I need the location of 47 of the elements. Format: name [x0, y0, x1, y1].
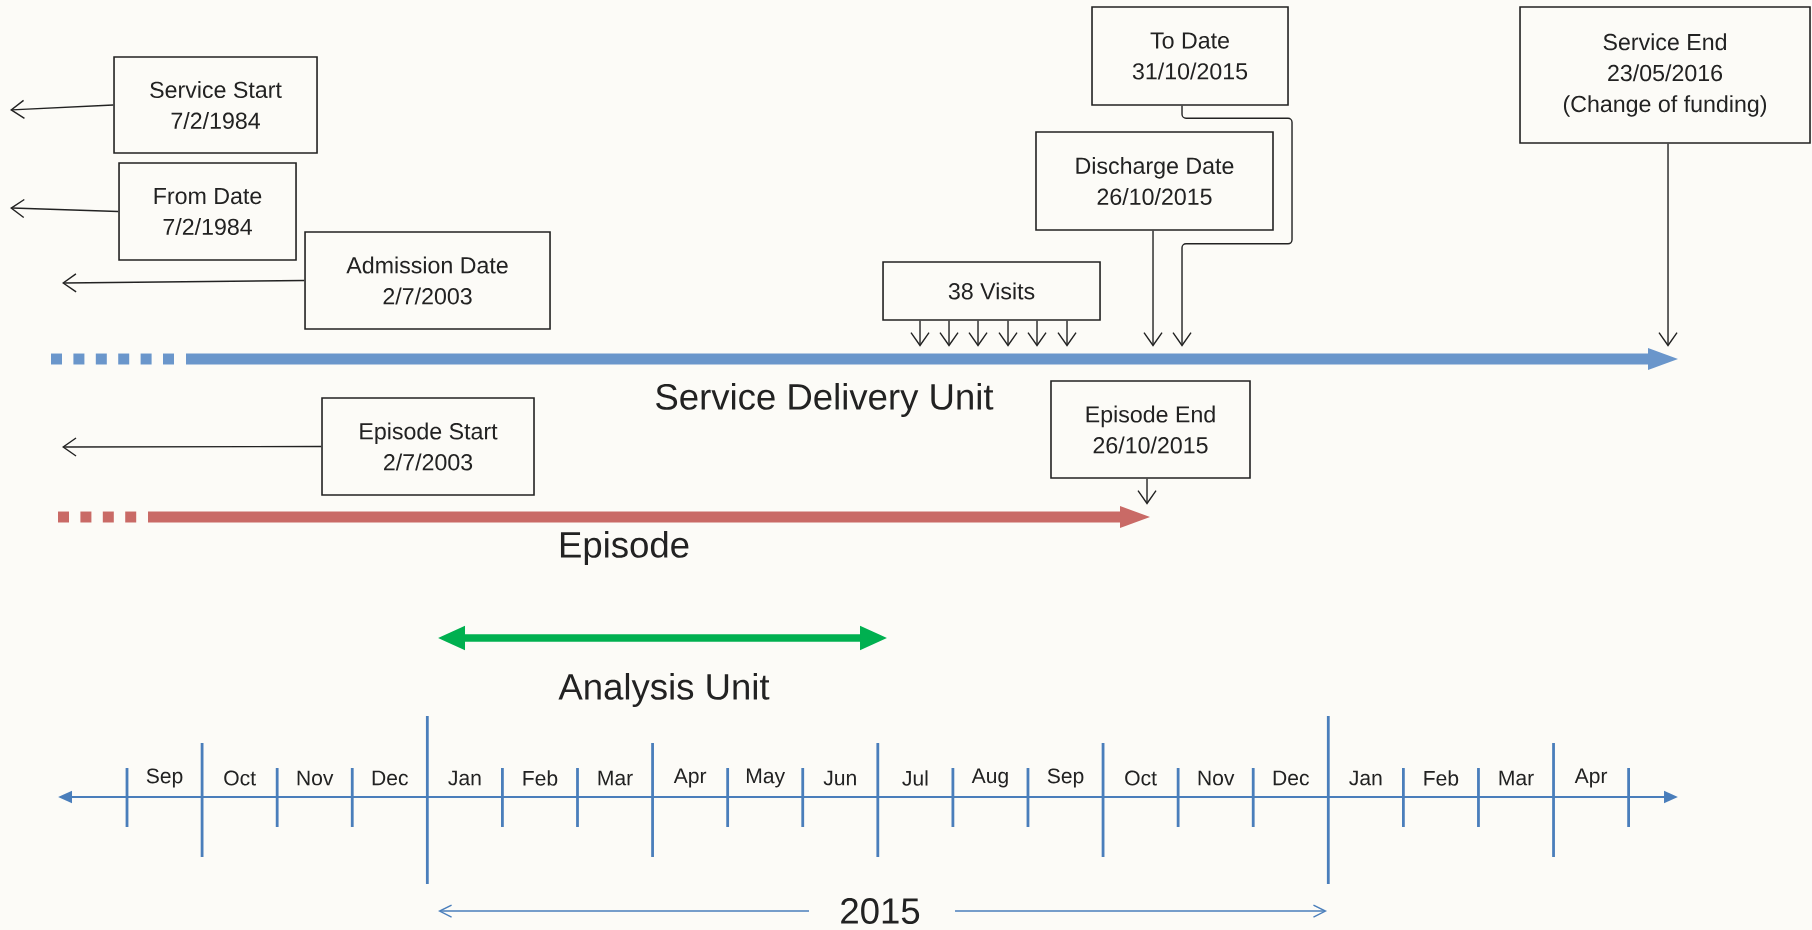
arrow — [1137, 478, 1157, 505]
date-box: Service Start 7/2/1984 — [113, 56, 318, 154]
month-label: Jan — [1349, 770, 1382, 786]
arrow — [998, 320, 1018, 347]
arrow — [910, 320, 930, 347]
bar-label: Service Delivery Unit — [656, 383, 994, 418]
date-box: To Date 31/10/2015 — [1091, 6, 1289, 106]
month-label: Nov — [1198, 770, 1235, 786]
arrow — [62, 437, 322, 457]
arrow — [10, 198, 119, 219]
month-label: Apr — [673, 768, 707, 788]
arrow — [939, 320, 959, 347]
month-label: Sep — [1047, 768, 1084, 788]
month-label: Jun — [823, 770, 856, 786]
date-box: Service End 23/05/2016 (Change of funding) — [1519, 6, 1811, 144]
date-box: Episode Start 2/7/2003 — [321, 397, 535, 496]
month-label: Mar — [598, 770, 633, 786]
arrow — [1172, 105, 1293, 347]
month-label: Aug — [971, 768, 1008, 788]
month-label: Apr — [1574, 768, 1608, 788]
month-label: Oct — [224, 770, 256, 786]
month-label: Dec — [1273, 770, 1309, 786]
month-label: Jul — [902, 770, 928, 786]
month-label: Mar — [1499, 770, 1534, 786]
arrow — [10, 99, 114, 119]
month-label: Nov — [297, 770, 334, 786]
month-label: Dec — [372, 770, 408, 786]
arrow — [1057, 320, 1077, 347]
arrow — [1143, 230, 1163, 347]
arrow — [1027, 320, 1047, 347]
month-label: Oct — [1125, 770, 1157, 786]
date-box: 38 Visits — [882, 261, 1101, 321]
bar-label: Episode — [560, 531, 689, 566]
date-box: Discharge Date 26/10/2015 — [1035, 131, 1274, 231]
arrow — [62, 273, 305, 293]
arrow — [968, 320, 988, 347]
month-label: Jan — [448, 770, 481, 786]
month-label: Sep — [146, 768, 183, 788]
arrow — [1658, 143, 1678, 347]
month-label: May — [746, 768, 786, 788]
date-box: From Date 7/2/1984 — [118, 162, 297, 261]
year-label: 2015 — [841, 898, 920, 924]
date-box: Episode End 26/10/2015 — [1050, 380, 1251, 479]
month-label: Feb — [1424, 770, 1459, 786]
bar-label: Analysis Unit — [558, 673, 770, 708]
date-box: Admission Date 2/7/2003 — [304, 231, 551, 330]
month-label: Feb — [523, 770, 558, 786]
